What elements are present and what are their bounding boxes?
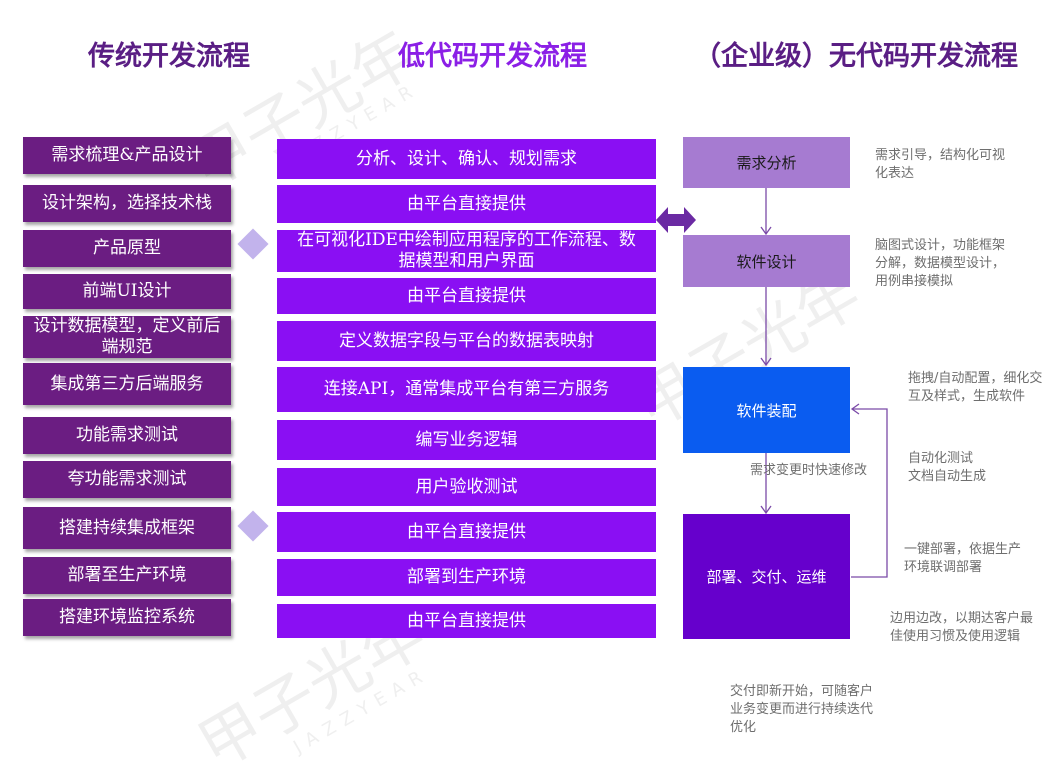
low-code-step: 在可视化IDE中绘制应用程序的工作流程、数据模型和用户界面 <box>277 230 656 272</box>
traditional-step: 部署至生产环境 <box>23 557 231 594</box>
note-deploy: 一键部署，依据生产环境联调部署 <box>904 542 1022 575</box>
flow-arrows <box>760 188 888 578</box>
traditional-step: 搭建持续集成框架 <box>23 507 231 549</box>
no-code-title: （企业级）无代码开发流程 <box>694 41 1018 72</box>
loop-arrow <box>851 408 888 578</box>
low-code-step: 分析、设计、确认、规划需求 <box>277 139 656 179</box>
note-iterate: 边用边改，以期达客户最佳使用习惯及使用逻辑 <box>890 611 1034 644</box>
low-code-step: 用户验收测试 <box>277 468 656 506</box>
traditional-title: 传统开发流程 <box>88 41 250 72</box>
traditional-step: 夸功能需求测试 <box>23 461 231 498</box>
low-code-step: 由平台直接提供 <box>277 278 656 314</box>
note-testing: 自动化测试 文档自动生成 <box>908 451 987 484</box>
traditional-step: 搭建环境监控系统 <box>23 599 231 636</box>
low-code-step: 部署到生产环境 <box>277 559 656 596</box>
note-loop: 需求变更时快速修改 <box>750 463 868 478</box>
double-arrow-icon <box>656 207 696 233</box>
no-code-deploy-box: 部署、交付、运维 <box>683 514 850 639</box>
no-code-analysis-box: 需求分析 <box>683 137 850 188</box>
traditional-step: 功能需求测试 <box>23 417 231 454</box>
low-code-step: 编写业务逻辑 <box>277 420 656 460</box>
low-code-step: 定义数据字段与平台的数据表映射 <box>277 321 656 361</box>
low-code-step: 由平台直接提供 <box>277 512 656 552</box>
low-code-step: 由平台直接提供 <box>277 185 656 223</box>
traditional-step: 设计数据模型，定义前后端规范 <box>23 316 231 358</box>
note-delivery: 交付即新开始，可随客户业务变更而进行持续迭代优化 <box>730 684 874 735</box>
traditional-step: 需求梳理&产品设计 <box>23 137 231 174</box>
low-code-step: 由平台直接提供 <box>277 604 656 638</box>
traditional-step: 设计架构，选择技术栈 <box>23 185 231 222</box>
low-code-step: 连接API，通常集成平台有第三方服务 <box>277 367 656 412</box>
traditional-step: 前端UI设计 <box>23 274 231 309</box>
no-code-assembly-box: 软件装配 <box>683 367 850 453</box>
note-assembly: 拖拽/自动配置，细化交互及样式，生成软件 <box>908 371 1043 404</box>
note-design: 脑图式设计，功能框架分解，数据模型设计，用例串接模拟 <box>875 238 1006 289</box>
traditional-step: 产品原型 <box>23 230 231 267</box>
traditional-step: 集成第三方后端服务 <box>23 363 231 405</box>
no-code-design-box: 软件设计 <box>683 235 850 287</box>
note-analysis: 需求引导，结构化可视化表达 <box>875 148 1006 181</box>
low-code-title: 低代码开发流程 <box>398 41 587 72</box>
